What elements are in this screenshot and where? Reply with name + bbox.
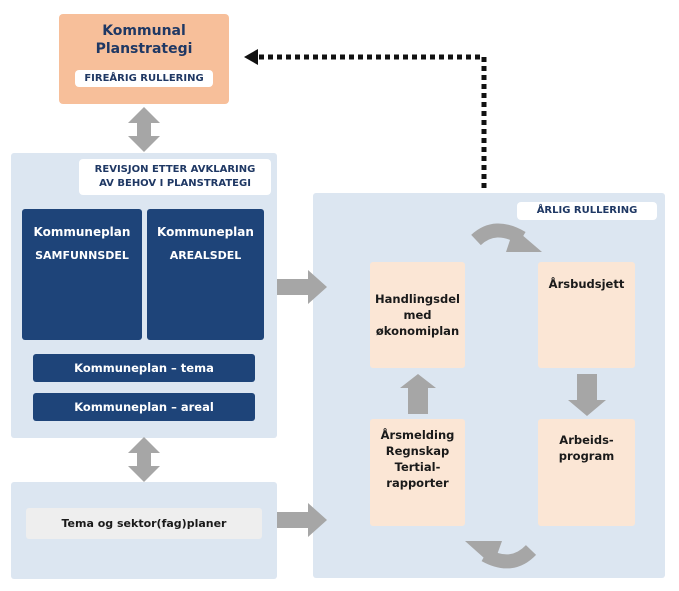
arsmelding-box: Årsmelding Regnskap Tertial-rapporter [370, 419, 465, 526]
sektorplaner-label: Tema og sektor(fag)planer [26, 508, 262, 539]
arrow-sector-to-annual [277, 503, 327, 537]
arbeidsprogram-box: Arbeids-program [538, 419, 635, 526]
curved-arrow-bottom [465, 541, 537, 569]
sektorplaner-panel: Tema og sektor(fag)planer [11, 482, 277, 579]
arealsdel-sub: AREALSDEL [169, 249, 242, 262]
arlig-rullering-panel: ÅRLIG RULLERING Handlingsdel med økonomi… [313, 193, 665, 578]
revisjon-label: REVISJON ETTER AVKLARING AV BEHOV I PLAN… [79, 159, 271, 195]
arsbudsjett-label: Årsbudsjett [548, 277, 625, 291]
kommuneplan-samfunnsdel-box: Kommuneplan SAMFUNNSDEL [22, 209, 142, 340]
arlig-rullering-label: ÅRLIG RULLERING [517, 202, 657, 220]
dotted-feedback-arrow [244, 49, 487, 188]
arrow-arsmelding-to-handlingsdel [400, 374, 436, 414]
planstrategi-title: Kommunal Planstrategi [95, 23, 193, 57]
revisjon-panel: REVISJON ETTER AVKLARING AV BEHOV I PLAN… [11, 153, 277, 438]
curved-arrow-top [471, 223, 542, 252]
double-arrow-strategy-revision [128, 107, 160, 152]
handlingsdel-box: Handlingsdel med økonomiplan [370, 262, 465, 368]
firearig-rullering-label: FIREÅRIG RULLERING [75, 70, 213, 87]
arsmelding-label: Årsmelding Regnskap Tertial-rapporter [380, 428, 455, 490]
arbeidsprogram-label: Arbeids-program [558, 433, 615, 463]
arrow-budsjett-to-arbeidsprogram [568, 374, 606, 416]
planstrategi-box: Kommunal Planstrategi FIREÅRIG RULLERING [59, 14, 229, 104]
arealsdel-title: Kommuneplan [157, 225, 254, 239]
kommuneplan-areal-bar: Kommuneplan – areal [33, 393, 255, 421]
kommuneplan-arealsdel-box: Kommuneplan AREALSDEL [147, 209, 264, 340]
samfunnsdel-title: Kommuneplan [33, 225, 131, 239]
kommuneplan-tema-bar: Kommuneplan – tema [33, 354, 255, 382]
arsbudsjett-box: Årsbudsjett [538, 262, 635, 368]
arrow-revision-to-annual [277, 270, 327, 304]
samfunnsdel-sub: SAMFUNNSDEL [35, 249, 129, 262]
double-arrow-revision-sector [128, 437, 160, 482]
